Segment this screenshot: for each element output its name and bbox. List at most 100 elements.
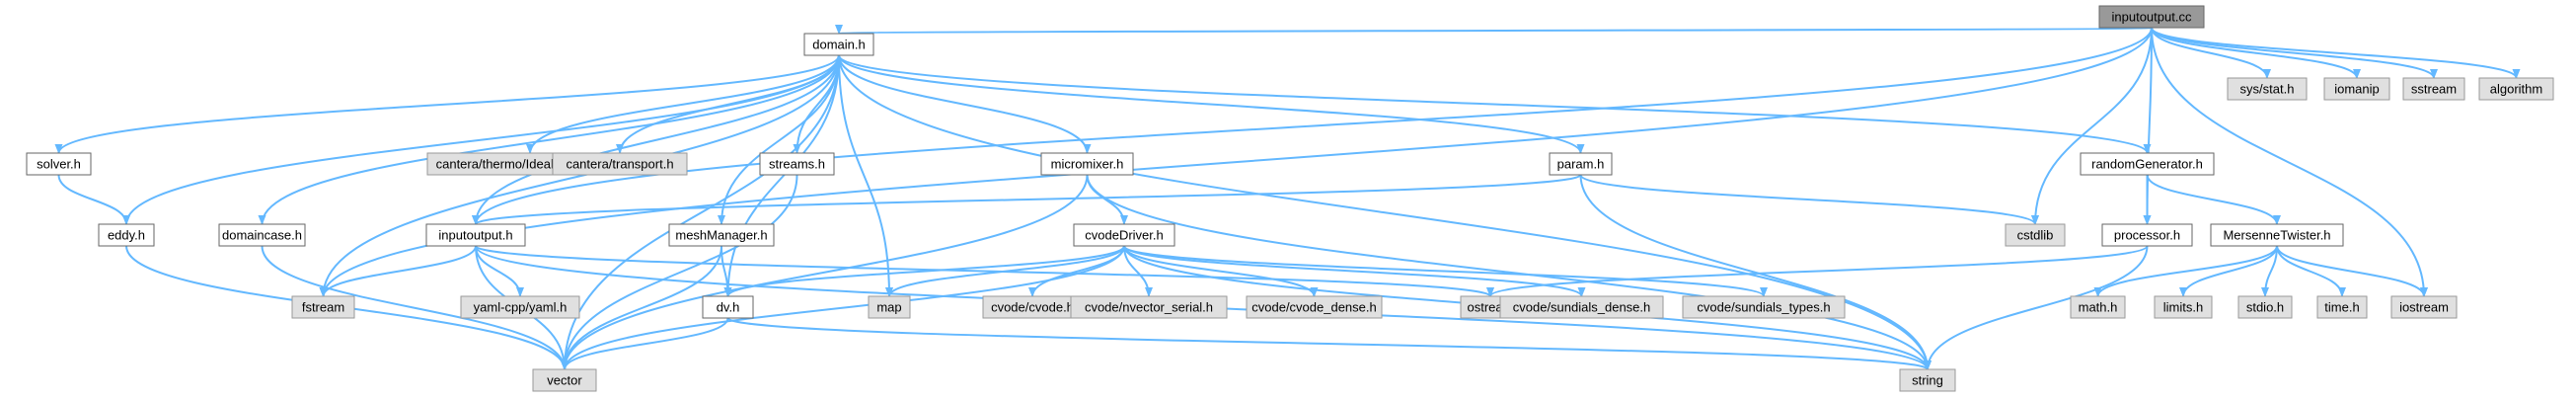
node-label: vector xyxy=(547,372,582,387)
include-edge-processor_h-to-string xyxy=(1924,245,2149,370)
node-limits-h: limits.h xyxy=(2154,295,2213,319)
node-inputoutput-h[interactable]: inputoutput.h xyxy=(425,223,526,247)
include-edge-inputoutput_cc-to-cstdlib xyxy=(2031,27,2153,225)
include-edge-cvodedriver_h-to-map xyxy=(885,245,1125,297)
node-label: micromixer.h xyxy=(1051,156,1124,171)
include-edge-domaincase_h-to-vector xyxy=(261,245,568,370)
node-label: meshManager.h xyxy=(675,227,767,242)
edges-layer xyxy=(54,24,2521,370)
include-edge-domain_h-to-fstream xyxy=(319,54,840,297)
include-edge-dv_h-to-vector xyxy=(561,317,729,370)
node-box xyxy=(218,223,306,247)
node-label: dv.h xyxy=(717,299,740,314)
include-edge-inputoutput_h-to-ostream xyxy=(475,245,1494,297)
node-label: cvode/nvector_serial.h xyxy=(1085,299,1213,314)
node-label: stdio.h xyxy=(2246,299,2284,314)
node-label: inputoutput.cc xyxy=(2112,9,2192,24)
include-edge-param_h-to-cstdlib xyxy=(1579,174,2039,225)
node-label: domaincase.h xyxy=(222,227,302,242)
include-edge-streams_h-to-vector xyxy=(561,174,798,370)
node-box xyxy=(460,295,580,319)
include-edge-domain_h-to-string xyxy=(838,54,1932,370)
node-label: cvode/cvode.h xyxy=(991,299,1074,314)
node-map: map xyxy=(868,295,911,319)
node-box xyxy=(2237,295,2293,319)
node-label: processor.h xyxy=(2114,227,2180,242)
node-label: cvode/sundials_types.h xyxy=(1697,299,1830,314)
node-cvode-dense-h: cvode/cvode_dense.h xyxy=(1246,295,1383,319)
node-nvector-serial-h: cvode/nvector_serial.h xyxy=(1070,295,1228,319)
node-label: param.h xyxy=(1557,156,1605,171)
include-edge-domain_h-to-micromixer_h xyxy=(838,54,1092,154)
node-box xyxy=(868,295,911,319)
node-label: eddy.h xyxy=(108,227,145,242)
include-edge-inputoutput_cc-to-inputoutput_h xyxy=(472,27,2153,225)
node-processor-h[interactable]: processor.h xyxy=(2101,223,2193,247)
node-box xyxy=(1070,295,1228,319)
node-box xyxy=(2402,77,2465,101)
node-transport-h: cantera/transport.h xyxy=(552,152,688,176)
node-cstdlib: cstdlib xyxy=(2005,223,2066,247)
node-vector: vector xyxy=(532,368,597,392)
node-label: limits.h xyxy=(2163,299,2203,314)
include-edge-cvodedriver_h-to-sundials_types_h xyxy=(1123,245,1768,297)
include-edge-cvodedriver_h-to-dv_h xyxy=(723,245,1125,297)
node-box xyxy=(1073,223,1175,247)
node-label: cantera/transport.h xyxy=(566,156,673,171)
include-edge-randomgenerator_h-to-mersennetwister_h xyxy=(2146,174,2281,225)
node-label: map xyxy=(876,299,901,314)
node-cvodedriver-h[interactable]: cvodeDriver.h xyxy=(1073,223,1175,247)
node-label: sstream xyxy=(2411,81,2457,96)
node-dv-h[interactable]: dv.h xyxy=(702,295,754,319)
node-box xyxy=(2101,223,2193,247)
node-box xyxy=(702,295,754,319)
node-meshmanager-h[interactable]: meshManager.h xyxy=(668,223,775,247)
node-label: MersenneTwister.h xyxy=(2223,227,2330,242)
node-sundials-types-h: cvode/sundials_types.h xyxy=(1682,295,1846,319)
include-edge-solver_h-to-eddy_h xyxy=(57,174,130,225)
node-box xyxy=(98,223,155,247)
node-box xyxy=(1499,295,1664,319)
node-iomanip: iomanip xyxy=(2323,77,2390,101)
node-box xyxy=(2070,295,2126,319)
node-sys-stat-h: sys/stat.h xyxy=(2227,77,2308,101)
node-label: sys/stat.h xyxy=(2240,81,2295,96)
node-label: cvodeDriver.h xyxy=(1085,227,1163,242)
node-box xyxy=(1246,295,1383,319)
include-edge-domain_h-to-meshmanager_h xyxy=(718,54,840,225)
node-streams-h[interactable]: streams.h xyxy=(759,152,835,176)
include-edge-mersennetwister_h-to-limits_h xyxy=(2179,245,2278,297)
include-edge-domain_h-to-idealgas_h xyxy=(526,54,840,154)
node-param-h[interactable]: param.h xyxy=(1549,152,1613,176)
include-edge-cvodedriver_h-to-sundials_dense_h xyxy=(1123,245,1586,297)
node-cvode-h: cvode/cvode.h xyxy=(982,295,1083,319)
node-box xyxy=(668,223,775,247)
node-inputoutput-cc[interactable]: inputoutput.cc xyxy=(2098,5,2205,29)
node-mersennetwister-h[interactable]: MersenneTwister.h xyxy=(2210,223,2344,247)
node-domaincase-h[interactable]: domaincase.h xyxy=(218,223,306,247)
node-string: string xyxy=(1899,368,1956,392)
node-randomgenerator-h[interactable]: randomGenerator.h xyxy=(2080,152,2215,176)
include-edge-domain_h-to-dv_h xyxy=(723,54,840,297)
include-edge-domain_h-to-map xyxy=(838,54,893,297)
node-box xyxy=(552,152,688,176)
node-sstream: sstream xyxy=(2402,77,2465,101)
node-label: inputoutput.h xyxy=(438,227,512,242)
node-yaml-h: yaml-cpp/yaml.h xyxy=(460,295,580,319)
node-label: math.h xyxy=(2079,299,2118,314)
include-edge-domain_h-to-randomgenerator_h xyxy=(838,54,2152,154)
node-label: cstdlib xyxy=(2017,227,2054,242)
node-domain-h[interactable]: domain.h xyxy=(803,33,874,56)
node-micromixer-h[interactable]: micromixer.h xyxy=(1040,152,1134,176)
node-eddy-h[interactable]: eddy.h xyxy=(98,223,155,247)
include-edge-processor_h-to-ostream xyxy=(1486,245,2149,297)
include-edge-cvodedriver_h-to-nvector_serial_h xyxy=(1123,245,1153,297)
node-sundials-dense-h: cvode/sundials_dense.h xyxy=(1499,295,1664,319)
node-label: iostream xyxy=(2399,299,2449,314)
node-box xyxy=(26,152,92,176)
node-label: algorithm xyxy=(2490,81,2542,96)
include-edge-inputoutput_cc-to-iomanip xyxy=(2151,27,2361,79)
node-solver-h[interactable]: solver.h xyxy=(26,152,92,176)
include-edge-domain_h-to-param_h xyxy=(838,54,1585,154)
include-edge-mersennetwister_h-to-iostream xyxy=(2276,245,2428,297)
